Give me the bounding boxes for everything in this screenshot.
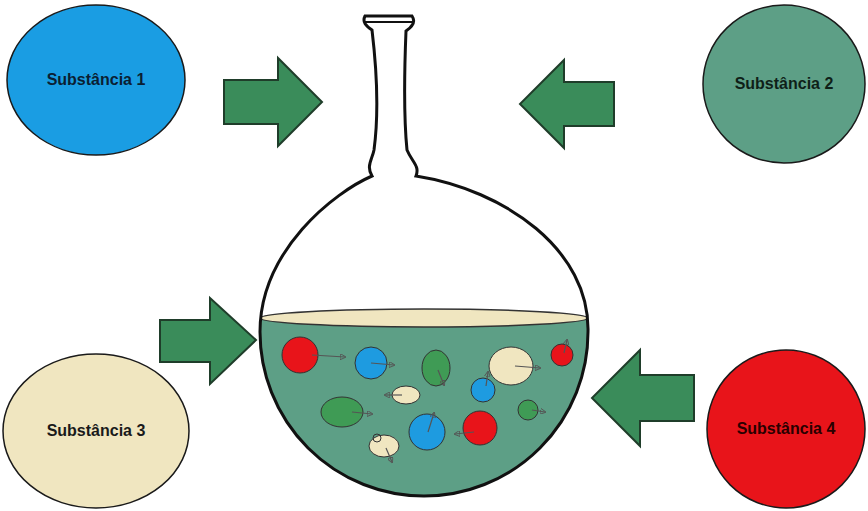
- substance-label: Substância 2: [735, 75, 834, 93]
- substance-circle: Substância 2: [702, 4, 866, 164]
- particles: [282, 337, 573, 457]
- block-arrows: [160, 58, 694, 446]
- substance-label: Substância 4: [737, 420, 836, 438]
- substance-label: Substância 3: [47, 422, 146, 440]
- substance-label: Substância 1: [47, 71, 146, 89]
- substance-circle: Substância 3: [2, 353, 190, 509]
- substance-circle: Substância 1: [6, 4, 186, 156]
- liquid: [250, 309, 610, 511]
- substance-circle: Substância 4: [706, 349, 866, 509]
